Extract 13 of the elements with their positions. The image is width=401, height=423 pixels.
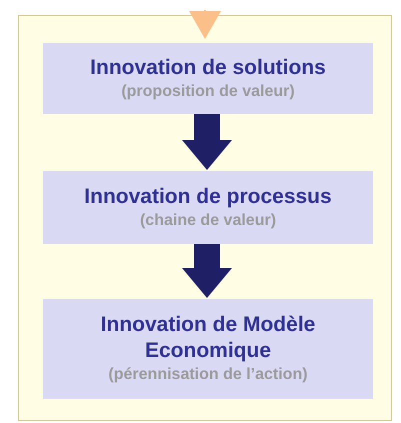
arrow <box>182 243 232 298</box>
stage-box <box>43 171 373 244</box>
stage-title: Innovation de solutions <box>90 54 326 80</box>
stage-subtitle: (chaine de valeur) <box>140 210 276 231</box>
frame-box <box>18 15 392 421</box>
stage-title: Innovation de processus <box>84 184 332 209</box>
stage-subtitle: (pérennisation de l’action) <box>108 364 308 385</box>
stage-box <box>43 299 373 399</box>
stage-title: Innovation de Modèle Economique <box>100 312 316 363</box>
arrow <box>182 113 232 170</box>
stage-subtitle: (proposition de valeur) <box>121 82 295 102</box>
arrow <box>189 10 221 39</box>
stage-box <box>43 43 373 114</box>
